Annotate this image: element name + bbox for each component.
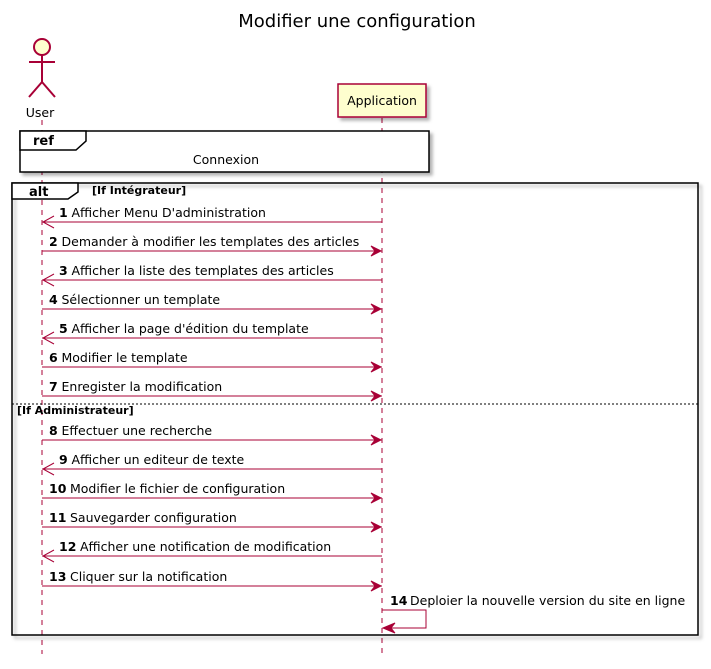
message-8: 8 Effectuer une recherche — [42, 423, 383, 446]
message-label: Sélectionner un template — [62, 292, 221, 307]
messages: 1 Afficher Menu D'administration 2 Demander… — [41, 205, 685, 634]
alt-frame: alt [If Intégrateur] [If Administrateur] — [11, 182, 699, 636]
ref-text: Connexion — [193, 152, 259, 167]
message-11: 11 Sauvegarder configuration — [42, 510, 383, 533]
arrow-head — [41, 273, 55, 287]
arrow-head — [370, 303, 383, 315]
message-7: 7 Enregister la modification — [42, 379, 383, 402]
message-number: 3 — [59, 263, 68, 278]
ref-frame: ref Connexion — [19, 130, 430, 173]
message-13: 13 Cliquer sur la notification — [42, 569, 383, 592]
application-label: Application — [347, 93, 417, 108]
message-6: 6 Modifier le template — [42, 350, 383, 373]
message-number: 1 — [59, 205, 68, 220]
message-9: 9 Afficher un editeur de texte — [41, 452, 382, 476]
arrow-head — [41, 331, 55, 345]
message-label: Afficher la liste des templates des arti… — [72, 263, 334, 278]
actor-leg-left — [28, 81, 43, 98]
message-2: 2 Demander à modifier les templates des a… — [42, 234, 383, 257]
message-label: Cliquer sur la notification — [70, 569, 227, 584]
message-label: Enregister la modification — [62, 379, 223, 394]
arrow-head — [370, 245, 383, 257]
diagram-title: Modifier une configuration — [238, 11, 476, 32]
alt-guard-integrateur: [If Intégrateur] — [92, 184, 186, 197]
actor-head — [33, 38, 51, 56]
message-label: Afficher la page d'édition du template — [72, 321, 309, 336]
message-number: 8 — [49, 423, 58, 438]
user-label: User — [26, 105, 55, 120]
message-number: 12 — [59, 539, 76, 554]
message-label: Afficher Menu D'administration — [72, 205, 266, 220]
message-arrow-line — [382, 609, 427, 629]
arrow-head — [370, 361, 383, 373]
message-1: 1 Afficher Menu D'administration — [41, 205, 382, 229]
message-number: 11 — [49, 510, 66, 525]
alt-keyword: alt — [29, 185, 48, 200]
message-number: 9 — [59, 452, 68, 467]
message-number: 6 — [49, 350, 58, 365]
message-label: Effectuer une recherche — [62, 423, 213, 438]
message-number: 13 — [49, 569, 66, 584]
arrow-head — [41, 549, 55, 563]
message-12: 12 Afficher une notification de modificat… — [41, 539, 382, 563]
message-4: 4 Sélectionner un template — [42, 292, 383, 315]
message-number: 7 — [49, 379, 58, 394]
message-number: 10 — [49, 481, 67, 496]
arrow-head — [381, 622, 396, 634]
message-label: Modifier le template — [62, 350, 188, 365]
message-number: 2 — [49, 234, 58, 249]
alt-guard-administrateur: [If Administrateur] — [17, 404, 134, 417]
message-number: 5 — [59, 321, 68, 336]
message-3: 3 Afficher la liste des templates des art… — [41, 263, 382, 287]
message-number: 14 — [390, 593, 408, 608]
message-label: Deploier la nouvelle version du site en … — [410, 593, 685, 608]
message-label: Afficher une notification de modificatio… — [80, 539, 331, 554]
message-label: Modifier le fichier de configuration — [70, 481, 285, 496]
arrow-head — [370, 434, 383, 446]
user-actor — [28, 38, 56, 98]
arrow-head — [370, 390, 383, 402]
message-label: Sauvegarder configuration — [70, 510, 237, 525]
message-label: Afficher un editeur de texte — [72, 452, 245, 467]
arrow-head — [370, 580, 383, 592]
message-number: 4 — [49, 292, 58, 307]
arrow-head — [370, 492, 383, 504]
arrow-head — [41, 215, 55, 229]
actor-leg-right — [41, 81, 56, 98]
arrow-head — [41, 462, 55, 476]
message-5: 5 Afficher la page d'édition du template — [41, 321, 382, 345]
ref-keyword: ref — [33, 134, 54, 149]
arrow-head — [370, 521, 383, 533]
message-label: Demander à modifier les templates des ar… — [62, 234, 360, 249]
application-participant-box — [337, 83, 427, 118]
